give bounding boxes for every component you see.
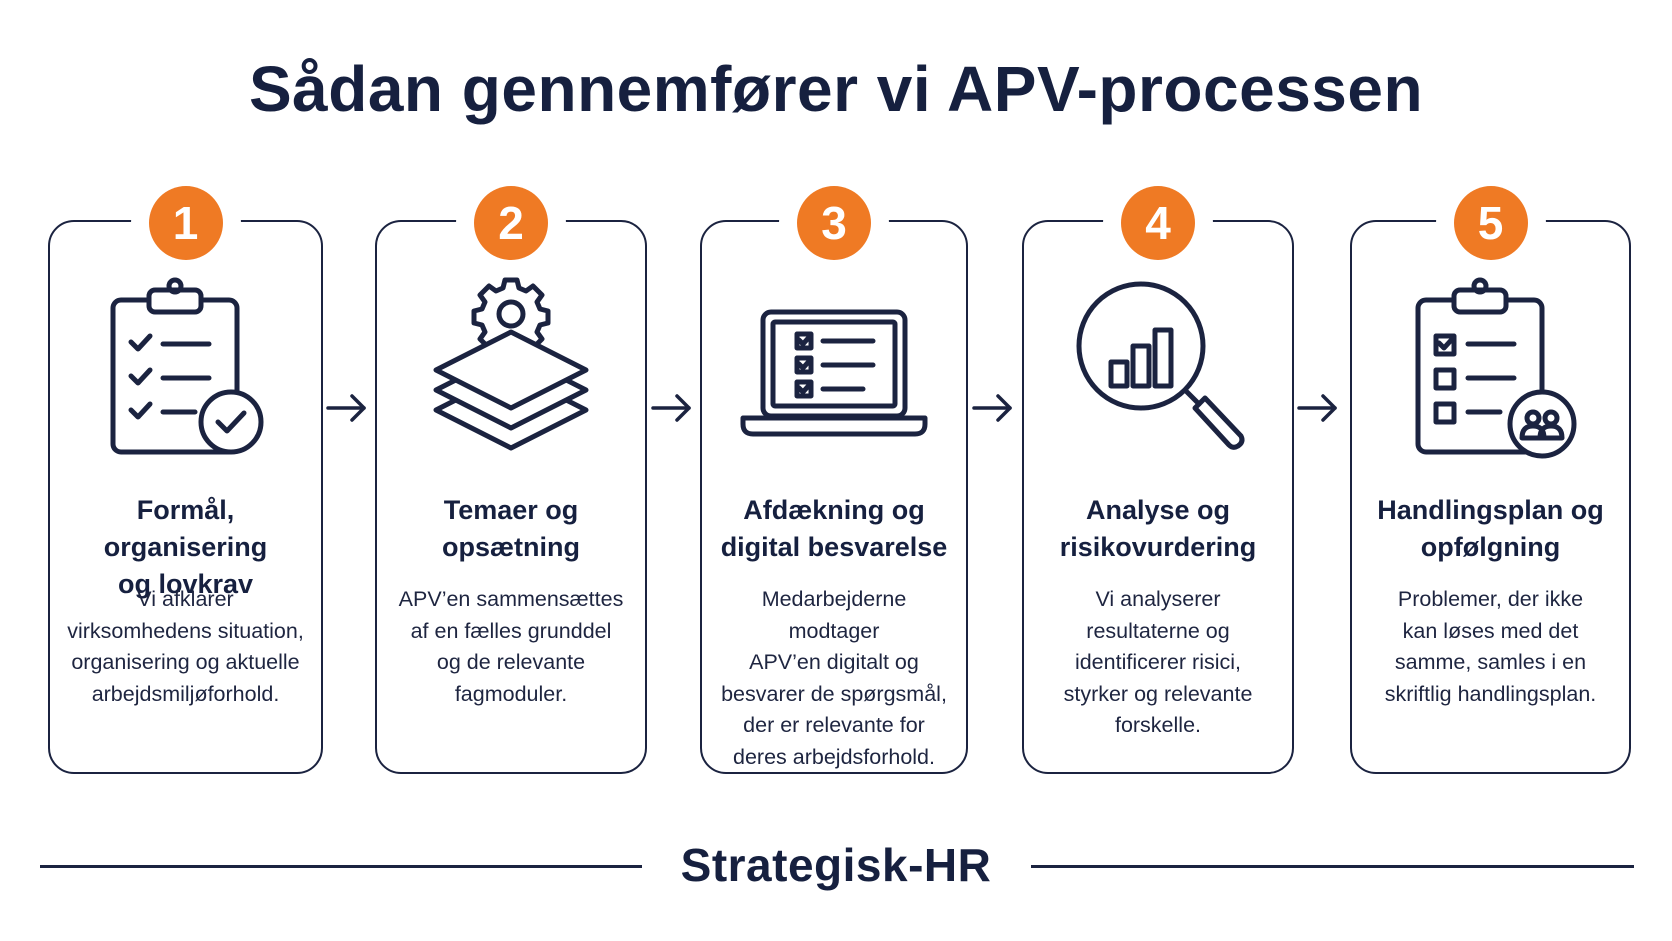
step-title: Temaer og opsætning (442, 495, 580, 562)
step-number-badge: 2 (474, 186, 548, 260)
step-number-badge: 5 (1453, 186, 1528, 260)
step-number-badge: 3 (797, 186, 871, 260)
step-description: APV’en sammensættes af en fælles grundde… (398, 587, 624, 706)
step-number-badge: 4 (1121, 186, 1195, 260)
magnifier-chart-icon (1063, 272, 1253, 462)
step-card-1: 1 Formål, organisering og lovkrav Vi afk… (48, 186, 323, 774)
clipboard-people-icon (1396, 272, 1586, 462)
arrow-right-icon (326, 394, 366, 422)
step-card-2: 2 Temaer og opsætning APV’en sammensætte… (375, 186, 647, 774)
clipboard-check-icon (91, 272, 281, 462)
step-title: Afdækning og digital besvarelse (720, 495, 948, 562)
footer-divider-right (1031, 865, 1634, 868)
arrow-right-icon (651, 394, 691, 422)
step-description: Vi afklarer virksomhedens situation, org… (67, 587, 304, 706)
step-description: Vi analyserer resultaterne og identifice… (1063, 587, 1253, 737)
footer-divider-left (40, 865, 642, 868)
page-title: Sådan gennemfører vi APV-processen (248, 53, 1424, 125)
step-description: Problemer, der ikke kan løses med det sa… (1384, 587, 1597, 706)
step-title: Formål, organisering og lovkrav (103, 495, 268, 599)
step-description: Medarbejderne modtager APV’en digitalt o… (721, 587, 947, 769)
arrow-right-icon (1297, 394, 1337, 422)
step-title: Analyse og risikovurdering (1059, 495, 1257, 562)
footer-brand: Strategisk-HR (680, 839, 992, 891)
step-card-5: 5 Handlingsplan og opfølgning Problemer,… (1350, 186, 1631, 774)
laptop-checklist-icon (739, 272, 929, 462)
gear-layers-icon (416, 272, 606, 462)
arrow-right-icon (972, 394, 1012, 422)
step-card-4: 4 Analyse og risikovurdering Vi analyser… (1022, 186, 1294, 774)
step-number-badge: 1 (148, 186, 223, 260)
step-title: Handlingsplan og opfølgning (1377, 495, 1604, 562)
step-card-3: 3 Afdækning og digital besvarelse Medarb… (700, 186, 968, 774)
